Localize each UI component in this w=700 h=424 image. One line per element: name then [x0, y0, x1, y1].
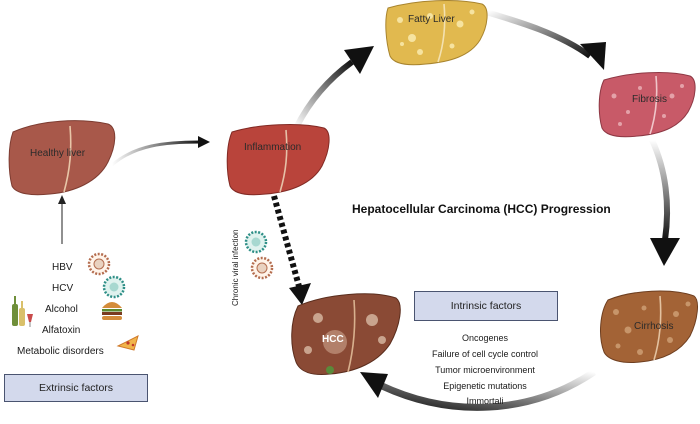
fibrosis-spots: [611, 84, 684, 126]
factor-metabolic-disorders: Metabolic disorders: [17, 346, 104, 357]
bottle-icon: [12, 296, 33, 327]
liver-hcc: [291, 293, 401, 375]
virus-icon: [102, 275, 126, 299]
arrow-chronic-to-hcc: [271, 195, 311, 305]
arrow-fatty-to-fibrosis: [485, 9, 606, 70]
factor-alcohol: Alcohol: [45, 304, 78, 315]
chronic-viral-infection-label: Chronic viral infection: [231, 229, 240, 306]
arrow-healthy-to-inflammation: [111, 136, 210, 167]
diagram-title: Hepatocellular Carcinoma (HCC) Progressi…: [352, 202, 611, 216]
liver-inflammation: [226, 124, 330, 196]
label-cirrhosis: Cirrhosis: [634, 321, 674, 332]
label-fatty-liver: Fatty Liver: [408, 14, 455, 25]
liver-healthy: [8, 120, 116, 196]
label-inflammation: Inflammation: [244, 142, 302, 153]
factor-hcv: HCV: [52, 283, 74, 294]
virus-icon: [244, 230, 268, 254]
extrinsic-factors-box: Extrinsic factors: [4, 374, 148, 402]
arrow-inflammation-to-fatty: [293, 46, 374, 130]
cirrhosis-nodules: [613, 301, 691, 355]
intrinsic-oncogenes: Oncogenes: [461, 333, 509, 343]
factor-hbv: HBV: [52, 262, 73, 273]
arrow-extrinsic-to-healthy: [58, 195, 66, 244]
intrinsic-factors-box: Intrinsic factors: [414, 291, 558, 321]
fatty-droplets: [397, 9, 475, 55]
arrow-fibrosis-to-cirrhosis: [649, 138, 680, 266]
pizza-icon: [116, 335, 139, 351]
virus-icon: [87, 252, 111, 276]
liver-fatty: [385, 0, 488, 66]
label-hcc: HCC: [322, 334, 344, 345]
intrinsic-immortali: Immortali: [466, 396, 504, 406]
virus-icon: [250, 256, 274, 280]
liver-cirrhosis: [600, 290, 698, 363]
intrinsic-cell-cycle: Failure of cell cycle control: [431, 349, 539, 359]
label-healthy-liver: Healthy liver: [30, 148, 86, 159]
intrinsic-tumor-microenvironment: Tumor microenvironment: [435, 365, 535, 375]
intrinsic-epigenetic: Epigenetic mutations: [443, 381, 527, 391]
label-fibrosis: Fibrosis: [632, 94, 668, 105]
arrow-cirrhosis-to-hcc: [360, 369, 596, 411]
liver-fibrosis: [598, 72, 696, 138]
factor-alfatoxin: Alfatoxin: [42, 325, 81, 336]
burger-icon: [102, 302, 122, 320]
